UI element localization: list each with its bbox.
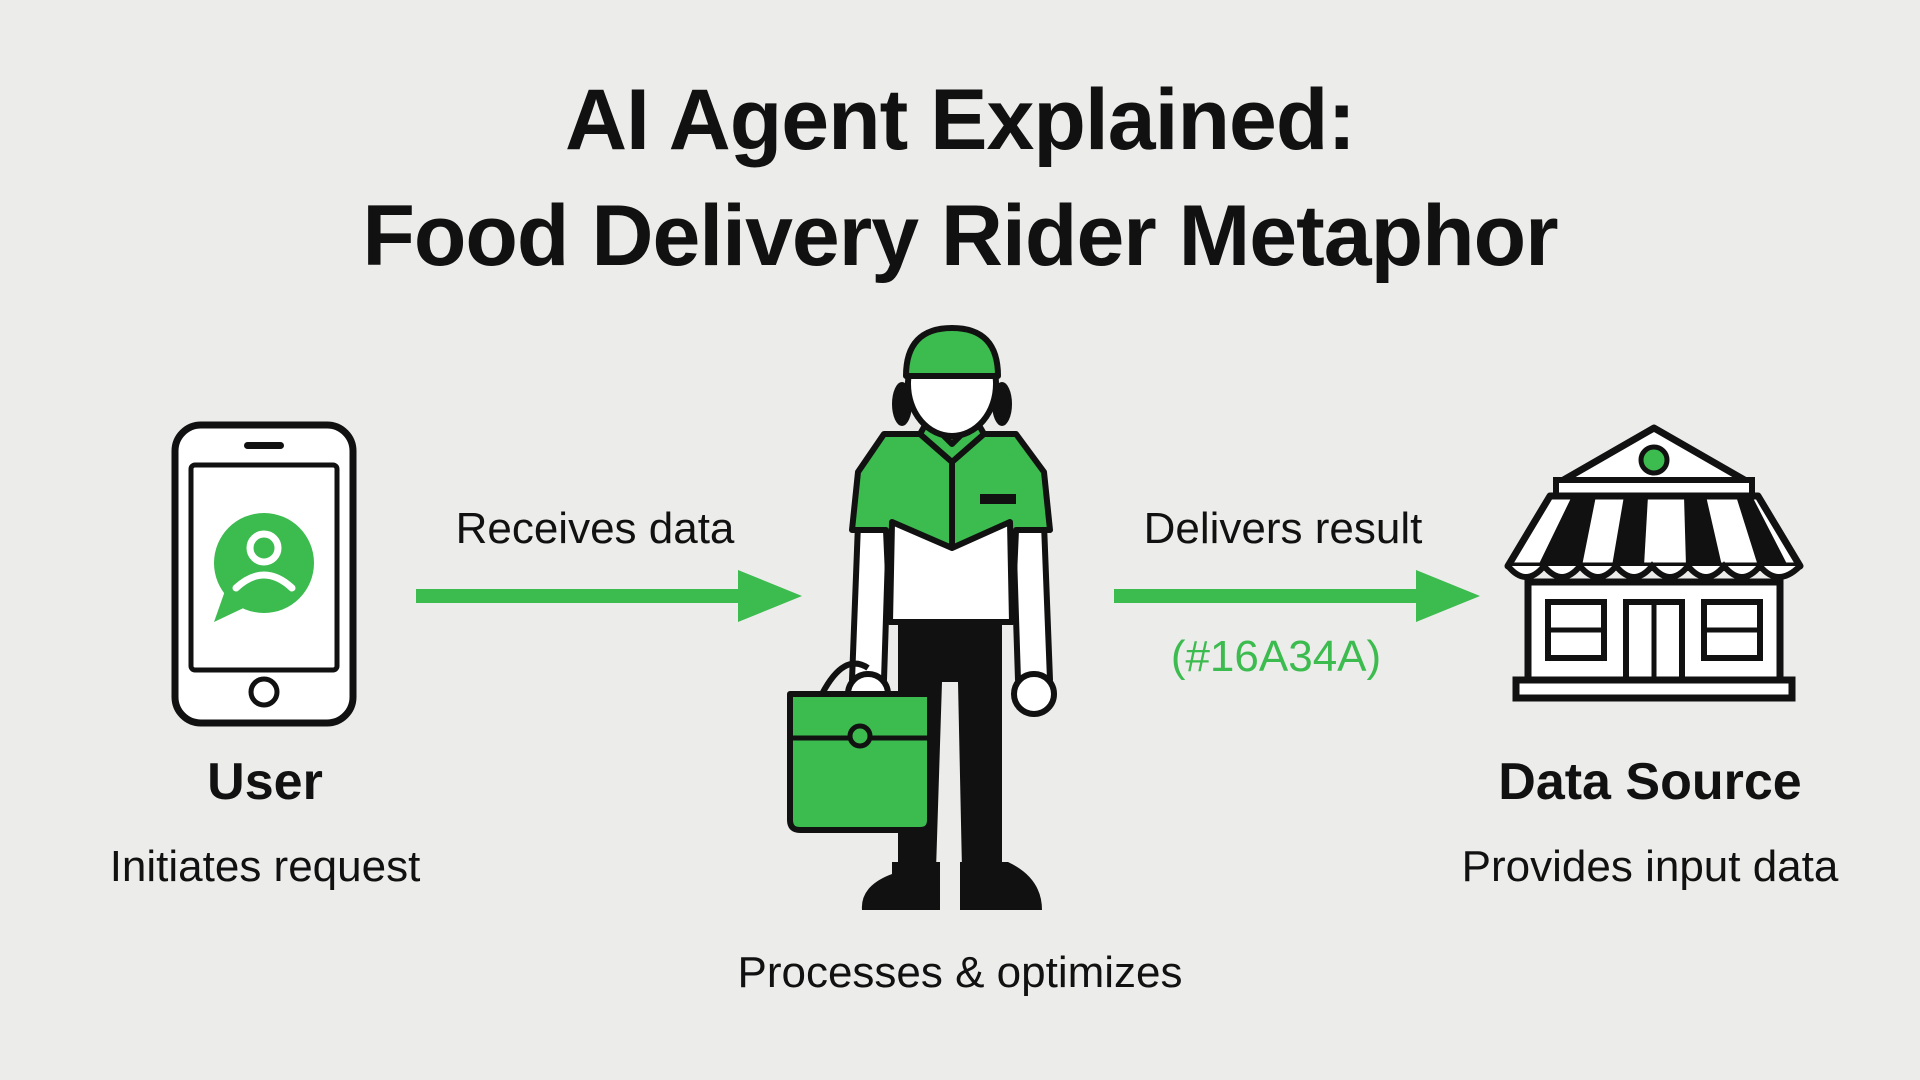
right-arrow-icon — [1114, 570, 1480, 622]
title-line-1: AI Agent Explained: — [564, 72, 1356, 168]
source-name: Data Source — [1498, 753, 1802, 811]
smartphone-icon — [171, 421, 357, 727]
user-description: Initiates request — [109, 842, 421, 891]
source-description: Provides input data — [1461, 842, 1839, 891]
delivery-rider-icon — [787, 325, 1057, 910]
user-name: User — [207, 753, 323, 811]
color-code-note: (#16A34A) — [1170, 632, 1382, 681]
right-arrow-label: Delivers result — [1143, 504, 1423, 553]
title-line-2: Food Delivery Rider Metaphor — [362, 188, 1558, 284]
left-arrow-label: Receives data — [455, 504, 735, 553]
storefront-icon — [1504, 424, 1804, 702]
right-arrow-icon — [416, 570, 802, 622]
delivery-bag-icon — [787, 691, 933, 833]
page-title: AI Agent Explained: Food Delivery Rider … — [0, 62, 1920, 294]
rider-description: Processes & optimizes — [737, 948, 1183, 997]
